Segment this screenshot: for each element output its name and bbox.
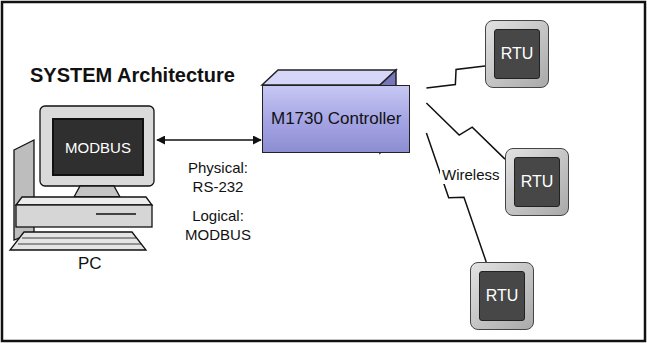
diagram-title: SYSTEM Architecture [30,64,235,87]
controller-box: M1730 Controller [262,85,410,153]
wireless-link [426,103,505,159]
rtu-box: RTU [505,148,569,216]
computer-label: PC [78,254,102,274]
screen-text: MODBUS [65,139,131,156]
wireless-link [426,133,486,262]
rtu-label: RTU [514,157,560,207]
rtu-label: RTU [494,29,540,79]
interface-label: Logical: MODBUS [176,206,260,244]
controller-label: M1730 Controller [271,109,401,129]
rtu-label: RTU [479,271,525,321]
interface-label: Physical: RS-232 [176,158,260,196]
pc-illustration [10,106,154,250]
rtu-box: RTU [485,20,549,88]
link-label: Wireless [440,165,502,184]
rtu-box: RTU [470,262,534,330]
wireless-link [426,66,485,88]
computer: PC MODBUS [14,104,156,276]
serial-link [157,139,261,141]
screen-box: MODBUS [52,118,144,176]
